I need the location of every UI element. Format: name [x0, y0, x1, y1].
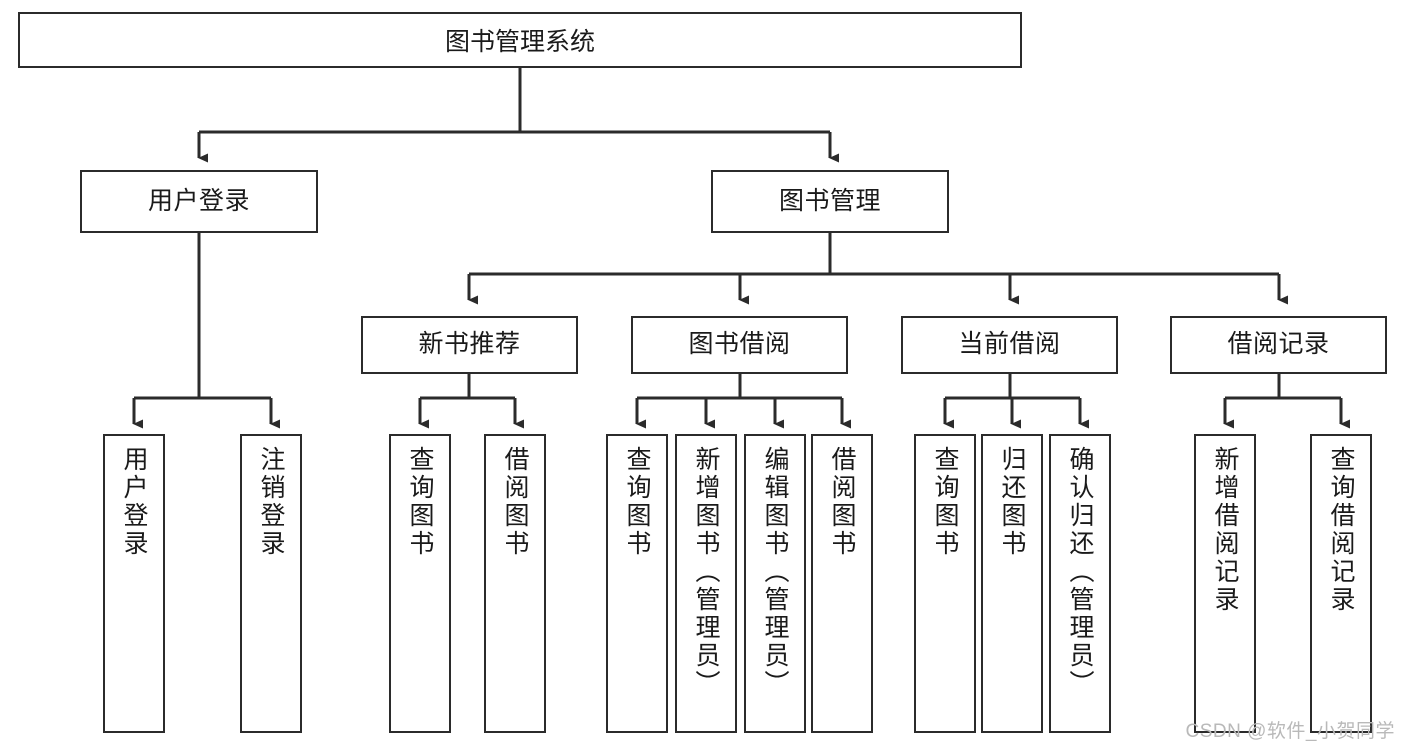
watermark-text: CSDN @软件_小贺同学 [1185, 721, 1395, 742]
leaf-label: 借阅图书 [501, 446, 529, 558]
leaf-new-book-query-book[interactable]: 查询图书 [389, 434, 451, 733]
leaf-label: 新增借阅记录 [1211, 446, 1239, 614]
node-new-book-recommend[interactable]: 新书推荐 [361, 316, 578, 374]
leaf-book-borrow-borrow-book[interactable]: 借阅图书 [811, 434, 873, 733]
leaf-current-borrow-confirm-return-admin[interactable]: 确认归还（管理员） [1049, 434, 1111, 733]
node-borrow-record[interactable]: 借阅记录 [1170, 316, 1387, 374]
leaf-label: 确认归还（管理员） [1066, 446, 1094, 698]
leaf-label: 借阅图书 [828, 446, 856, 558]
leaf-new-book-borrow-book[interactable]: 借阅图书 [484, 434, 546, 733]
leaf-user-login-logout[interactable]: 注销登录 [240, 434, 302, 733]
leaf-label: 用户登录 [120, 446, 148, 558]
leaf-label: 查询借阅记录 [1327, 446, 1355, 614]
node-book-management[interactable]: 图书管理 [711, 170, 949, 233]
leaf-label: 查询图书 [623, 446, 651, 558]
leaf-label: 编辑图书（管理员） [761, 446, 789, 698]
leaf-label: 注销登录 [257, 446, 285, 558]
node-current-borrow[interactable]: 当前借阅 [901, 316, 1118, 374]
leaf-label: 查询图书 [931, 446, 959, 558]
leaf-current-borrow-query-book[interactable]: 查询图书 [914, 434, 976, 733]
leaf-current-borrow-return-book[interactable]: 归还图书 [981, 434, 1043, 733]
leaf-user-login-login[interactable]: 用户登录 [103, 434, 165, 733]
leaf-book-borrow-query-book[interactable]: 查询图书 [606, 434, 668, 733]
leaf-label: 查询图书 [406, 446, 434, 558]
leaf-book-borrow-add-book-admin[interactable]: 新增图书（管理员） [675, 434, 737, 733]
node-book-borrow[interactable]: 图书借阅 [631, 316, 848, 374]
leaf-book-borrow-edit-book-admin[interactable]: 编辑图书（管理员） [744, 434, 806, 733]
leaf-label: 归还图书 [998, 446, 1026, 558]
node-user-login[interactable]: 用户登录 [80, 170, 318, 233]
node-root-system[interactable]: 图书管理系统 [18, 12, 1022, 68]
leaf-borrow-record-add-record[interactable]: 新增借阅记录 [1194, 434, 1256, 733]
leaf-label: 新增图书（管理员） [692, 446, 720, 698]
leaf-borrow-record-query-record[interactable]: 查询借阅记录 [1310, 434, 1372, 733]
